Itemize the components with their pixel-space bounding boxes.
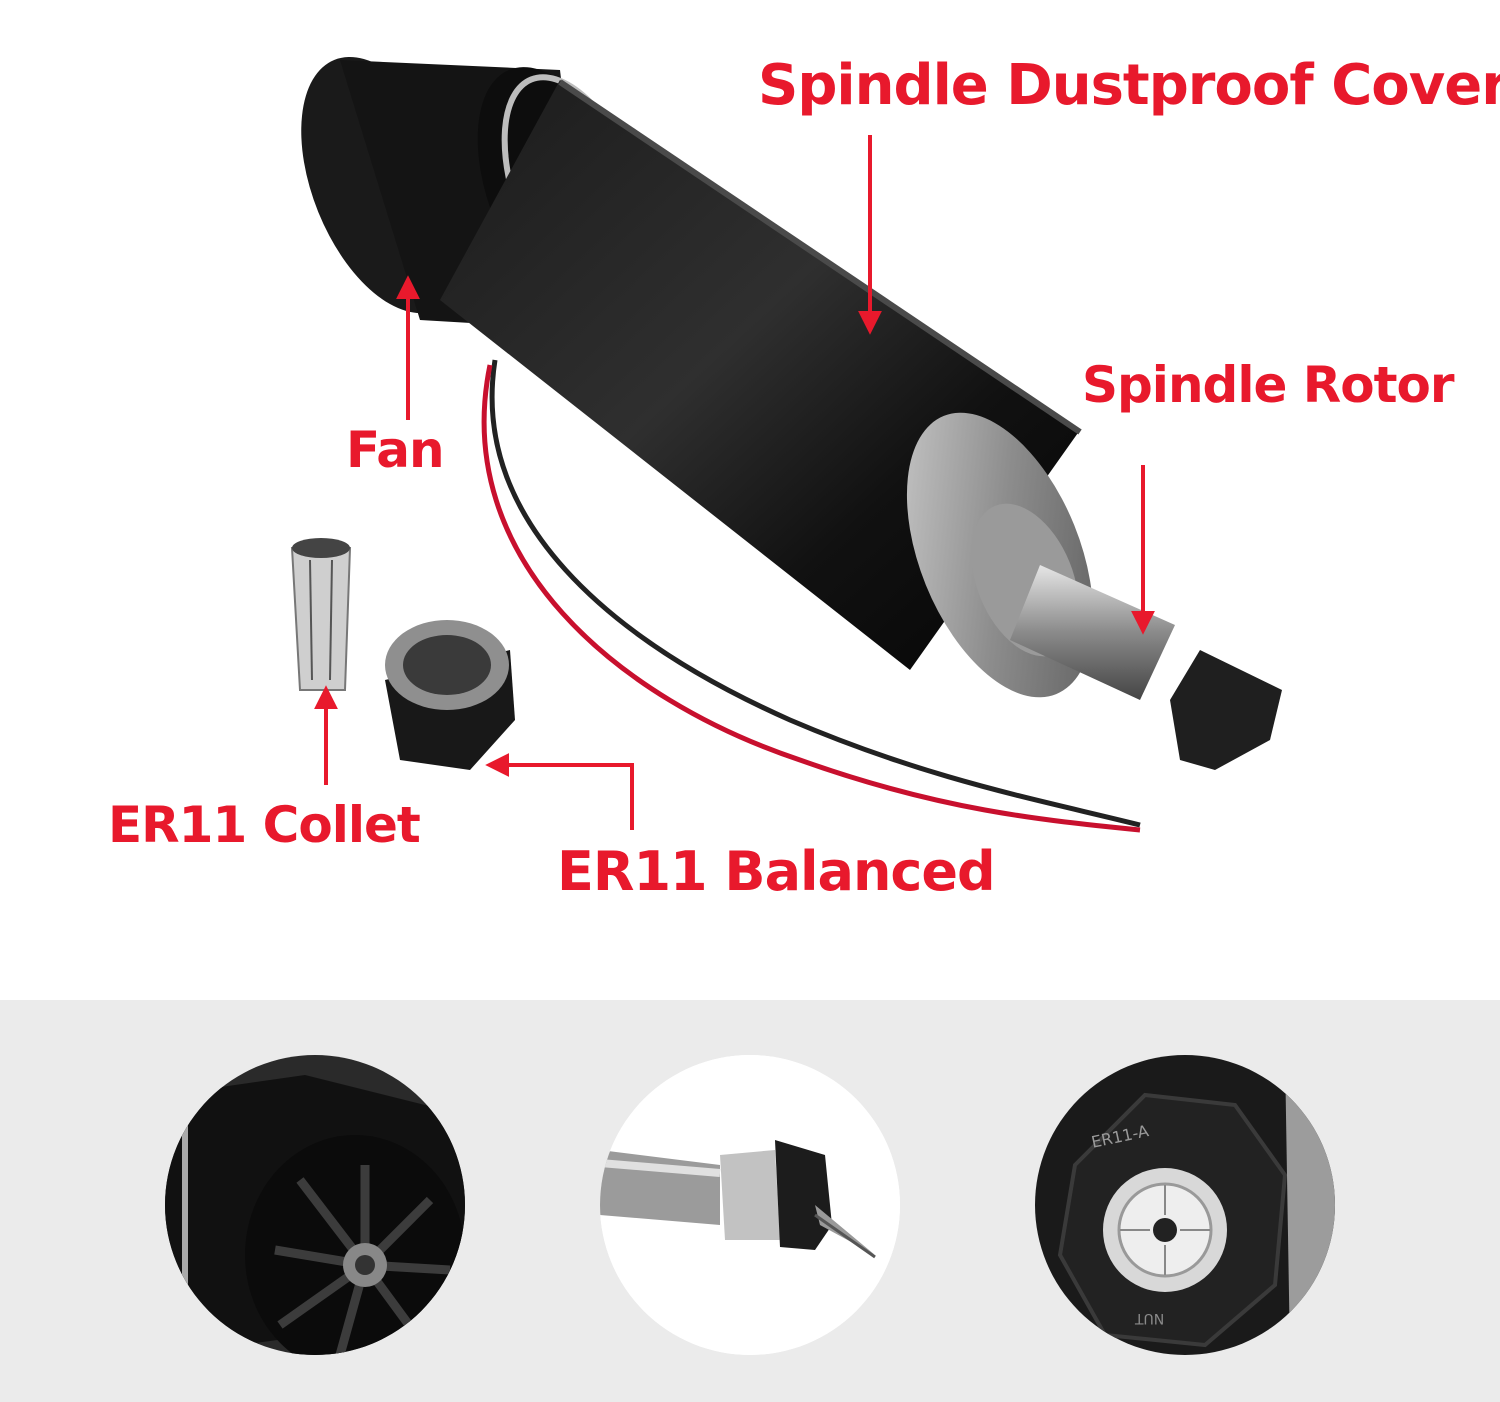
detail-strip: ER11-A NUT — [0, 1000, 1500, 1402]
label-er11-collet: ER11 Collet — [108, 796, 421, 854]
label-fan: Fan — [346, 421, 445, 479]
label-spindle-rotor: Spindle Rotor — [1082, 356, 1455, 414]
power-wires — [481, 359, 1141, 833]
label-dustproof-cover: Spindle Dustproof Cover — [758, 53, 1500, 118]
callout-arrows — [314, 135, 1155, 830]
shaft-nut — [1170, 650, 1282, 770]
nut-arrow — [485, 753, 634, 830]
loose-collet — [290, 538, 352, 691]
label-er11-balanced: ER11 Balanced — [557, 840, 996, 903]
spindle-shaft — [1010, 565, 1175, 700]
detail-circle-nut: ER11-A NUT — [1035, 1055, 1335, 1355]
detail-circle-fan — [165, 1055, 465, 1355]
detail-circle-engraving-bit — [600, 1055, 900, 1355]
loose-nut — [385, 620, 515, 770]
main-photo-area: Spindle Dustproof Cover Spindle Rotor Fa… — [108, 53, 1500, 903]
nut-engraving-bottom: NUT — [1135, 1310, 1165, 1326]
spindle-illustration — [290, 56, 1282, 833]
